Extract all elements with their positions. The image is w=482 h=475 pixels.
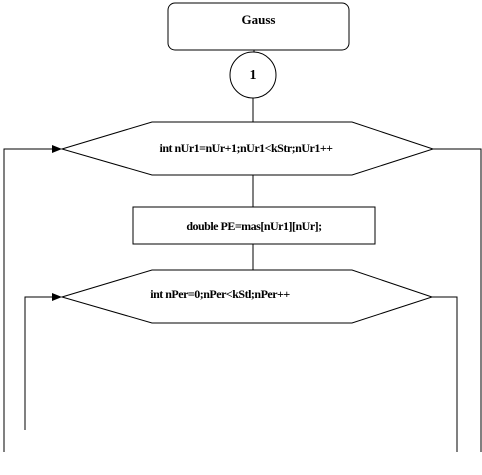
- outer-loop-return-arrow: [52, 145, 62, 153]
- process-box: [132, 206, 376, 245]
- start-terminator-label: Gauss: [242, 12, 276, 27]
- start-terminator-shape: [167, 2, 350, 51]
- process-statement: double PE=mas[nUr1][nUr];: [186, 219, 322, 233]
- process-block: double PE=mas[nUr1][nUr];: [132, 206, 376, 245]
- page-connector-label: 1: [250, 68, 257, 83]
- outer-loop-condition: int nUr1=nUr+1;nUr1<kStr;nUr1++: [159, 141, 333, 155]
- page-connector: 1: [229, 51, 277, 99]
- inner-loop-block: int nPer=0;nPer<kStl;nPer++: [60, 269, 434, 324]
- outer-loop-exit-line: [433, 148, 482, 452]
- inner-loop-return-line: [24, 296, 54, 430]
- outer-loop-return-line: [3, 148, 54, 452]
- outer-loop-block: int nUr1=nUr+1;nUr1<kStr;nUr1++: [60, 121, 435, 176]
- inner-loop-exit-line: [432, 296, 458, 452]
- inner-loop-return-arrow: [52, 293, 62, 301]
- start-terminator: Gauss: [167, 2, 350, 51]
- inner-loop-condition: int nPer=0;nPer<kStl;nPer++: [150, 287, 290, 301]
